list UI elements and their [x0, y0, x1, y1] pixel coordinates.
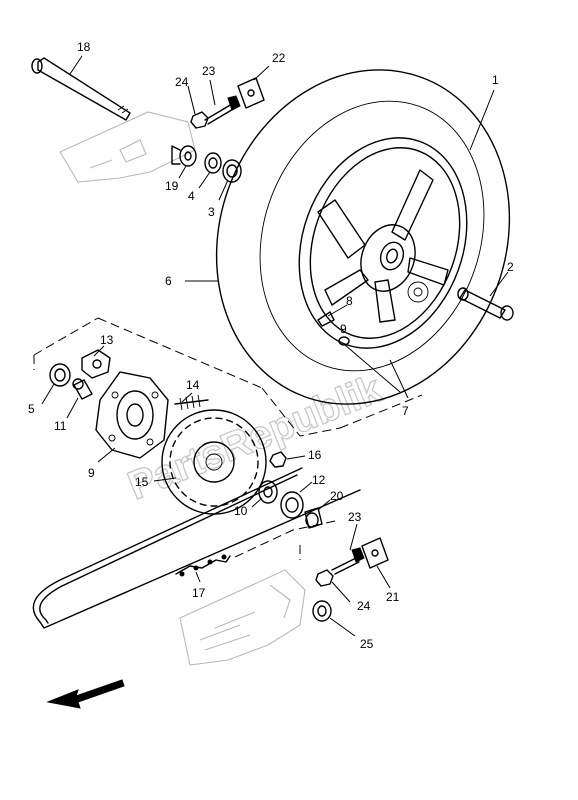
callout-24-upper: 24 [175, 75, 189, 89]
callout-18: 18 [77, 40, 91, 54]
collar-20 [304, 507, 323, 529]
sprocket-assembly-boundary [33, 317, 423, 560]
callout-16: 16 [308, 448, 322, 462]
callout-1: 1 [492, 73, 499, 87]
locknut-lower [315, 569, 334, 587]
watermark: PartsRepublik [122, 367, 389, 509]
callout-21: 21 [386, 590, 400, 604]
callout-14: 14 [186, 378, 200, 392]
adjust-bolt-upper [204, 95, 241, 125]
valve [317, 311, 350, 346]
collar-19 [171, 145, 197, 167]
oil-seal-12 [280, 491, 304, 519]
callout-2: 2 [507, 260, 514, 274]
chain-adjuster-upper [237, 77, 265, 109]
callout-9-valve: 9 [340, 322, 347, 336]
swingarm-lower-ghost [179, 569, 306, 666]
bearing-4 [204, 152, 222, 174]
callout-23-upper: 23 [202, 64, 216, 78]
collar-25 [312, 600, 332, 622]
callout-19: 19 [165, 179, 179, 193]
callout-15: 15 [135, 475, 149, 489]
bearing-10 [258, 480, 278, 504]
callout-22: 22 [272, 51, 286, 65]
wheel-rim [298, 137, 468, 349]
collar-2 [457, 287, 514, 321]
damper-holder-13 [81, 349, 111, 379]
callout-12: 12 [312, 473, 326, 487]
stud-bolt [174, 394, 209, 411]
callout-13: 13 [100, 333, 114, 347]
callout-5: 5 [28, 402, 35, 416]
callout-10: 10 [234, 504, 248, 518]
chain-adjuster-lower [361, 537, 389, 569]
bearing-3 [222, 159, 242, 183]
callout-7: 7 [402, 404, 409, 418]
callout-labels: 18 24 23 22 1 19 4 3 2 6 8 9 13 7 14 5 1… [28, 40, 514, 651]
callout-4: 4 [188, 189, 195, 203]
callout-11: 11 [54, 419, 67, 433]
leader-lines [41, 55, 509, 637]
oil-seal-5 [49, 363, 71, 387]
drive-chain [32, 467, 361, 629]
bearing-11 [72, 378, 93, 400]
sprocket-nut [269, 451, 287, 468]
callout-17: 17 [192, 586, 206, 600]
callout-25: 25 [360, 637, 374, 651]
callout-23-lower: 23 [348, 510, 362, 524]
adjust-bolt-lower [331, 547, 365, 575]
forward-arrow-icon [46, 679, 125, 709]
axle [31, 57, 131, 121]
callout-8: 8 [346, 294, 353, 308]
callout-20: 20 [330, 489, 344, 503]
callout-24-lower: 24 [357, 599, 371, 613]
callout-9: 9 [88, 466, 95, 480]
locknut-upper [190, 111, 209, 129]
callout-6: 6 [165, 274, 172, 288]
callout-3: 3 [208, 205, 215, 219]
sprocket-hub [95, 371, 169, 459]
